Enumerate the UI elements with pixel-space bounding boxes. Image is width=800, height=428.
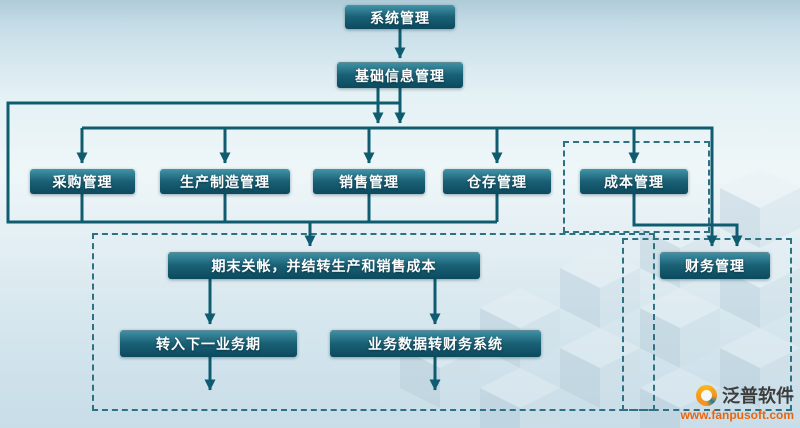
watermark-brand: 泛普软件 bbox=[722, 386, 794, 406]
node-basic-info-management: 基础信息管理 bbox=[337, 62, 463, 88]
fanpu-logo-icon bbox=[696, 384, 717, 406]
watermark-url: www.fanpusoft.com bbox=[680, 408, 794, 422]
node-system-management: 系统管理 bbox=[345, 5, 455, 29]
node-cost-management: 成本管理 bbox=[580, 169, 688, 194]
node-production-management: 生产制造管理 bbox=[160, 169, 290, 194]
node-period-end-closing: 期末关帐，并结转生产和销售成本 bbox=[168, 252, 480, 279]
node-purchasing-management: 采购管理 bbox=[30, 169, 135, 194]
node-next-business-period: 转入下一业务期 bbox=[120, 330, 297, 357]
node-sales-management: 销售管理 bbox=[313, 169, 425, 194]
watermark: 泛普软件 www.fanpusoft.com bbox=[680, 382, 794, 422]
watermark-brand-row: 泛普软件 bbox=[680, 382, 794, 408]
node-financial-management: 财务管理 bbox=[660, 252, 770, 279]
node-warehouse-management: 仓存管理 bbox=[443, 169, 551, 194]
node-business-data-to-finance: 业务数据转财务系统 bbox=[330, 330, 541, 357]
